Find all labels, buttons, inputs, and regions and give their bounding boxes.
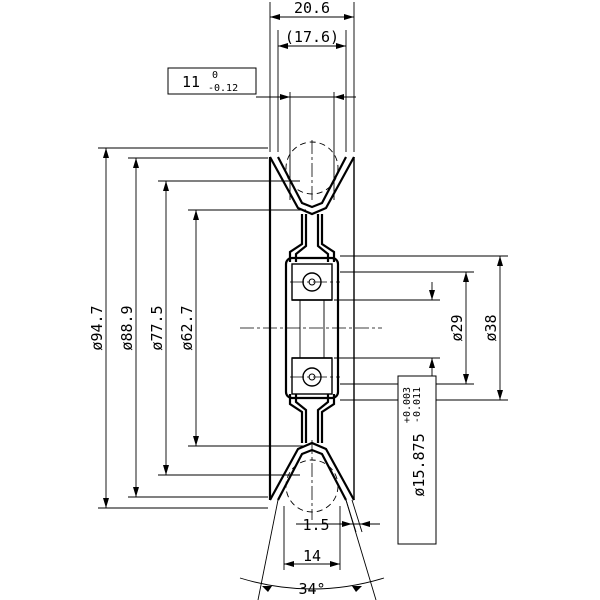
dim-groove-width: 14 xyxy=(283,506,341,570)
dim-dia-outer: ø94.7 xyxy=(88,147,268,509)
width-inner-label: (17.6) xyxy=(285,28,339,46)
dia-web-label: ø62.7 xyxy=(178,305,196,350)
rim-tol-upper: 0 xyxy=(212,70,218,81)
dim-wall: 1.5 xyxy=(296,499,380,534)
rim-tol-lower: -0.12 xyxy=(208,83,238,94)
dim-dia-rim: ø77.5 xyxy=(148,180,300,476)
bore-tol-upper: +0.003 xyxy=(402,387,413,423)
bore xyxy=(292,299,332,359)
angle-label: 34° xyxy=(298,580,325,598)
dim-width-inner: (17.6) xyxy=(277,28,347,152)
dim-rim-width: 11 0 -0.12 xyxy=(167,67,356,200)
dia-bearing-inner-label: ø29 xyxy=(448,314,466,341)
dim-width-overall: 20.6 xyxy=(269,0,355,152)
groove-width-label: 14 xyxy=(303,547,321,565)
center-lines xyxy=(240,140,382,520)
dim-dia-bearing-inner: ø29 xyxy=(340,271,474,385)
dia-bearing-outer-label: ø38 xyxy=(482,314,500,341)
dia-groove-label: ø88.9 xyxy=(118,305,136,350)
bore-label: ø15.875 xyxy=(410,433,428,496)
rim-width-label: 11 xyxy=(182,73,200,91)
bearing-lower xyxy=(291,357,333,395)
dia-outer-label: ø94.7 xyxy=(88,305,106,350)
dim-angle: 34° xyxy=(239,499,385,600)
width-overall-label: 20.6 xyxy=(294,0,330,17)
dim-bore: ø15.875 +0.003 -0.011 xyxy=(334,282,440,545)
pulley-body xyxy=(268,156,355,501)
wall-label: 1.5 xyxy=(302,516,329,534)
bore-tol-lower: -0.011 xyxy=(412,387,423,423)
dia-rim-label: ø77.5 xyxy=(148,305,166,350)
dim-dia-web: ø62.7 xyxy=(178,209,306,447)
dim-dia-groove: ø88.9 xyxy=(118,157,268,498)
